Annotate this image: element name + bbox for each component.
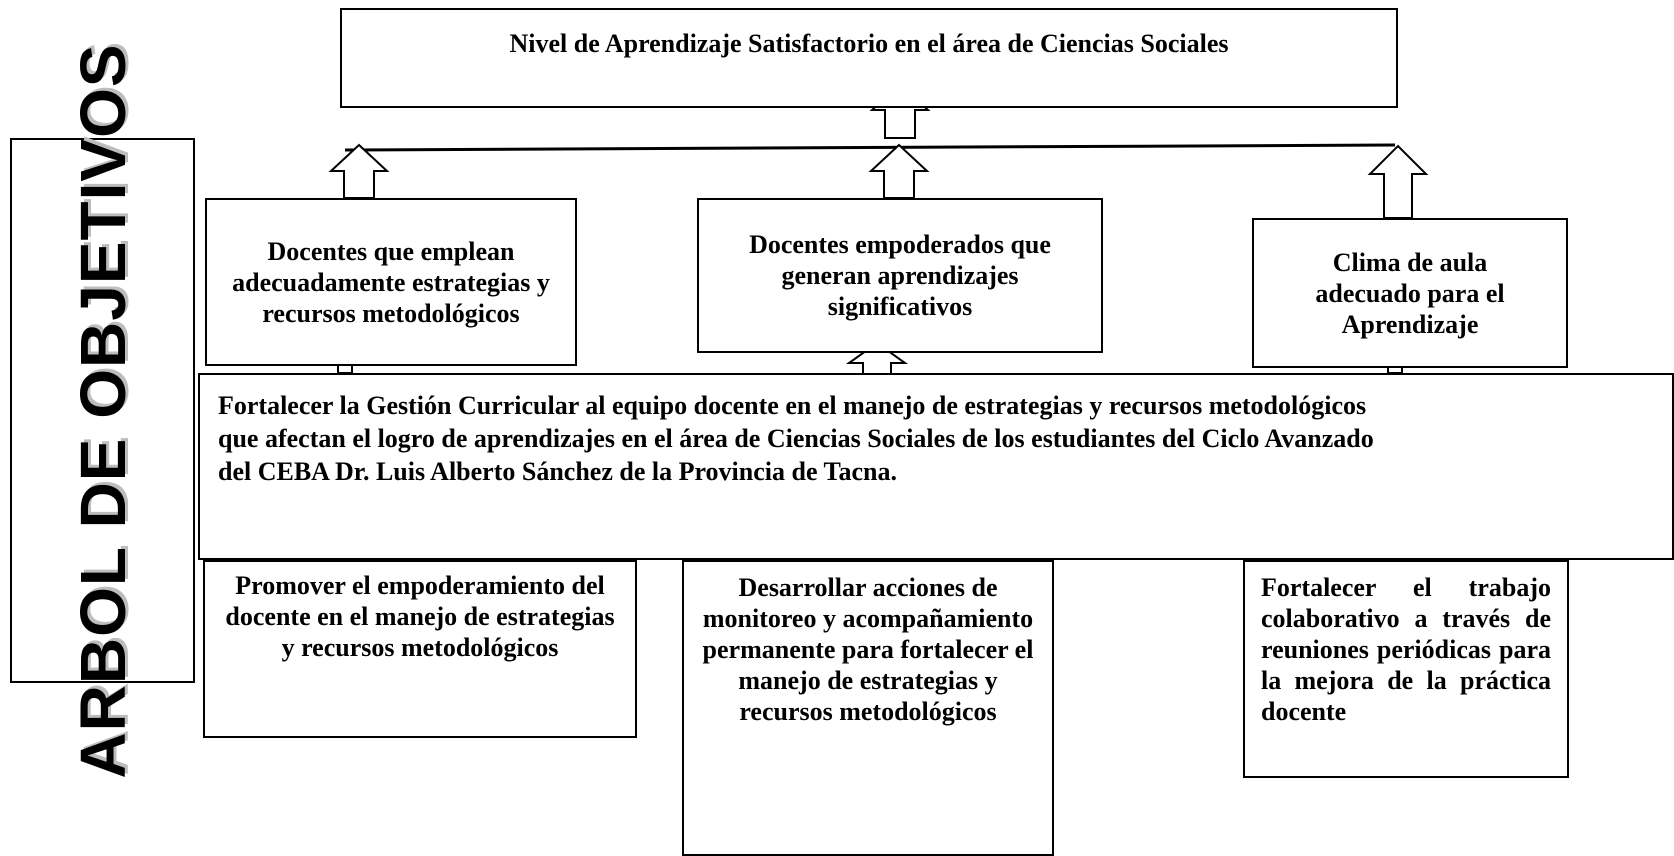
goal-box: Nivel de Aprendizaje Satisfactorio en el… xyxy=(340,8,1398,108)
mean-text-2: Desarrollar acciones de monitoreo y acom… xyxy=(702,573,1034,726)
mean-text-3: Fortalecer el trabajo colaborativo a tra… xyxy=(1261,573,1551,726)
mean-box-3: Fortalecer el trabajo colaborativo a tra… xyxy=(1243,560,1569,778)
up-arrow-end-3 xyxy=(1367,144,1429,219)
up-arrow-end-2 xyxy=(868,143,930,199)
purpose-line-1: Fortalecer la Gestión Curricular al equi… xyxy=(218,391,1367,420)
end-box-1: Docentes que emplean adecuadamente estra… xyxy=(205,198,577,366)
mean-box-2: Desarrollar acciones de monitoreo y acom… xyxy=(682,560,1054,856)
goal-text: Nivel de Aprendizaje Satisfactorio en el… xyxy=(509,29,1229,58)
up-arrow-end-1 xyxy=(328,143,390,199)
end-text-3: Clima de aula adecuado para el Aprendiza… xyxy=(1315,247,1505,339)
purpose-line-2: que afectan el logro de aprendizajes en … xyxy=(218,424,1374,453)
end-box-3: Clima de aula adecuado para el Aprendiza… xyxy=(1252,218,1568,368)
diagram-title-panel: ARBOL DE OBJETIVOS xyxy=(10,43,195,778)
end-box-2: Docentes empoderados que generan aprendi… xyxy=(697,198,1103,353)
end-text-1: Docentes que emplean adecuadamente estra… xyxy=(232,236,550,328)
purpose-box: Fortalecer la Gestión Curricular al equi… xyxy=(198,373,1674,560)
end-text-2: Docentes empoderados que generan aprendi… xyxy=(749,230,1051,321)
mean-box-1: Promover el empoderamiento del docente e… xyxy=(203,560,637,738)
purpose-line-3: del CEBA Dr. Luis Alberto Sánchez de la … xyxy=(218,457,897,486)
ends-connector-line xyxy=(344,143,1396,152)
mean-text-1: Promover el empoderamiento del docente e… xyxy=(225,571,615,662)
